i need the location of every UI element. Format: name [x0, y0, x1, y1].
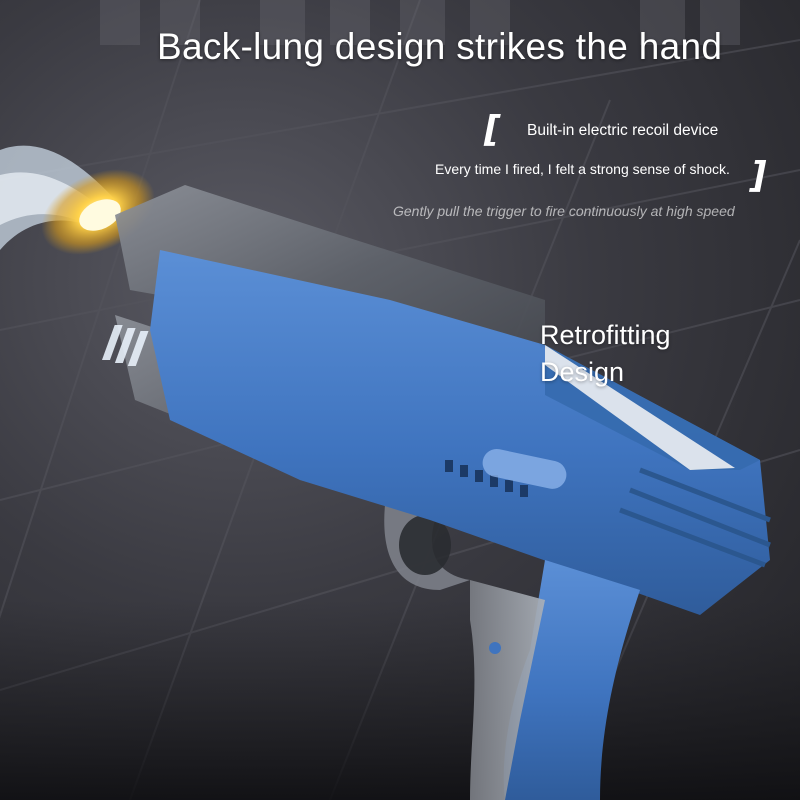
- feature-title: Built-in electric recoil device: [527, 122, 719, 139]
- blue-slide: [150, 250, 770, 615]
- headline: Back-lung design strikes the hand: [157, 26, 723, 67]
- quote-open-mark: [: [484, 109, 501, 150]
- feature-hint: Gently pull the trigger to fire continuo…: [393, 203, 735, 219]
- retrofit-label: Retrofitting Design: [540, 320, 671, 387]
- quote-close-mark: ]: [750, 155, 767, 196]
- retrofit-arrow: [545, 345, 735, 470]
- slide-vents: [445, 460, 528, 497]
- watermark-letters: [100, 0, 740, 45]
- feature-description: Every time I fired, I felt a strong sens…: [435, 161, 730, 177]
